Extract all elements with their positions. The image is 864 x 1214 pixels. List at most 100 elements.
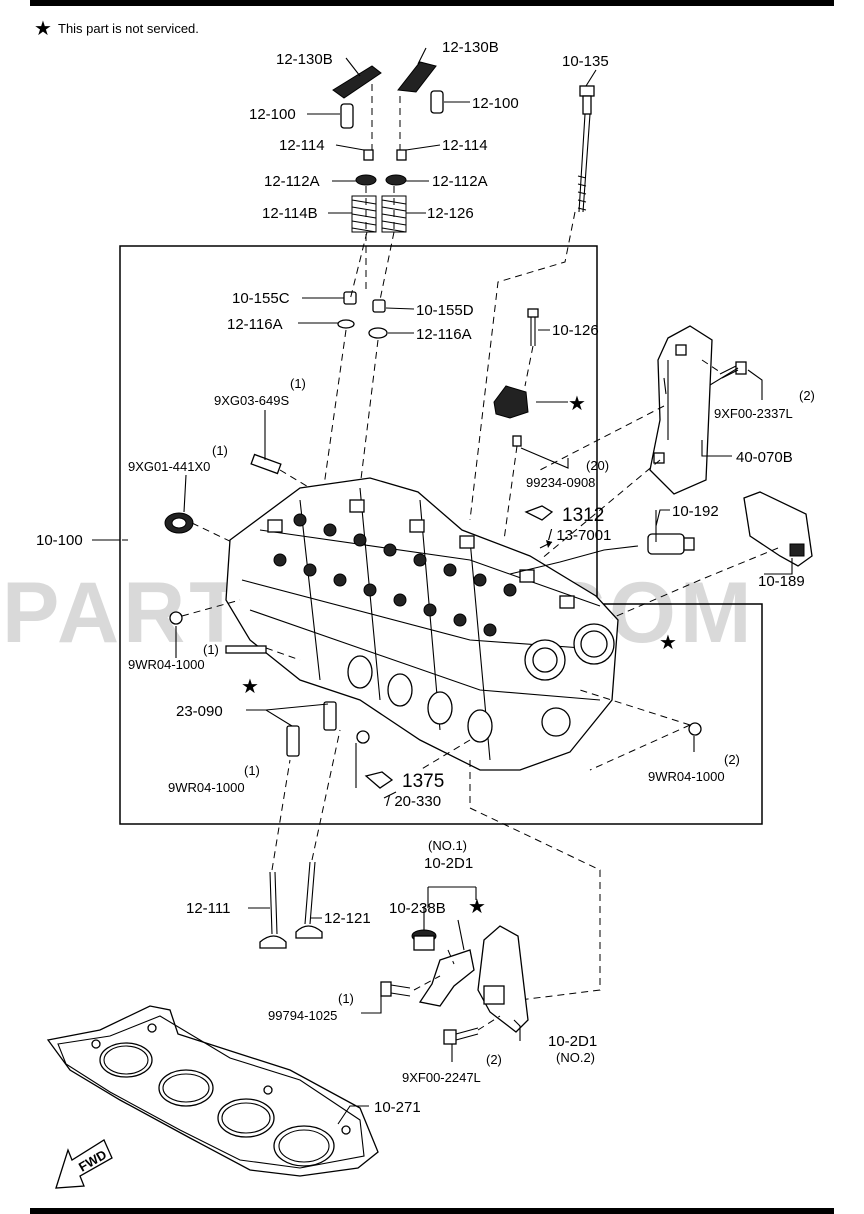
bolt-99794 <box>380 981 411 997</box>
star-icon: ★ <box>241 674 259 698</box>
bracket-10-2D1-no1 <box>418 949 475 1007</box>
stud-99234 <box>512 435 522 447</box>
label-9WR04-c-qty: (2) <box>724 752 740 767</box>
valve-seal-10-155C <box>343 291 357 305</box>
star-icon: ★ <box>568 391 586 415</box>
valve-12-121 <box>295 861 323 939</box>
spring-retainer-right <box>385 174 407 186</box>
dowel-23-090-right <box>323 701 337 731</box>
label-10-2D1-no2: 10-2D1 <box>548 1033 597 1050</box>
lash-adjuster-left <box>340 103 354 129</box>
sensor-10-192 <box>509 533 695 575</box>
cover-clip <box>789 543 805 557</box>
cylinder-head-group-frame <box>119 245 763 825</box>
label-10-271: 10-271 <box>374 1099 421 1116</box>
label-9WR04-a: 9WR04-1000 <box>128 657 205 672</box>
head-gasket-10-271 <box>46 1005 379 1177</box>
rocker-arm-left <box>332 65 382 99</box>
star-icon: ★ <box>659 630 677 654</box>
ref-1375: 1375 <box>402 771 444 792</box>
label-99234: 99234-0908 <box>526 475 595 490</box>
label-9XG03: 9XG03-649S <box>214 393 289 408</box>
spring-seat-left <box>337 319 355 329</box>
label-99794: 99794-1025 <box>268 1008 337 1023</box>
label-12-114B: 12-114B <box>262 205 318 222</box>
label-9XF00-2247L: 9XF00-2247L <box>402 1070 481 1085</box>
bolt-9XF00-2337L <box>719 361 747 379</box>
label-12-100-right: 12-100 <box>472 95 519 112</box>
ref-1312: 1312 <box>562 505 604 526</box>
label-10-155C: 10-155C <box>232 290 290 307</box>
label-9WR04-a-qty: (1) <box>203 642 219 657</box>
valve-keeper-right <box>396 149 407 161</box>
valve-seal-10-155D <box>372 299 386 313</box>
label-12-111: 12-111 <box>186 900 230 917</box>
label-9XG01: 9XG01-441X0 <box>128 459 210 474</box>
top-border <box>30 0 834 6</box>
label-10-2D1-no2-note: (NO.2) <box>556 1050 595 1065</box>
ref-arrow-icon-1375 <box>364 771 397 799</box>
label-10-155D: 10-155D <box>416 302 474 319</box>
valve-12-111 <box>259 871 287 949</box>
label-12-112A-left: 12-112A <box>264 173 320 190</box>
label-10-2D1-no1-note: (NO.1) <box>428 838 467 853</box>
label-10-135: 10-135 <box>562 53 609 70</box>
ref-arrow-icon-1312 <box>524 505 554 549</box>
bracket-block <box>483 985 505 1005</box>
bottom-border <box>30 1208 834 1214</box>
label-12-114-left: 12-114 <box>279 137 325 154</box>
ref-13-7001: / 13-7001 <box>548 527 611 544</box>
seal-10-238B <box>411 929 437 951</box>
nut-9WR04-right <box>688 722 702 736</box>
spring-seat-right <box>368 327 388 339</box>
label-10-100: 10-100 <box>36 532 83 549</box>
label-9WR04-c: 9WR04-1000 <box>648 769 725 784</box>
stud-10-100 <box>225 645 267 654</box>
label-40-070B: 40-070B <box>736 449 793 466</box>
lash-adjuster-right <box>430 90 444 114</box>
label-12-126: 12-126 <box>427 205 474 222</box>
label-10-126: 10-126 <box>552 322 599 339</box>
label-23-090: 23-090 <box>176 703 223 720</box>
label-9WR04-b-qty: (1) <box>244 763 260 778</box>
forward-arrow-icon <box>55 1139 113 1189</box>
label-12-121: 12-121 <box>324 910 371 927</box>
label-9XF00-2337L-qty: (2) <box>799 388 815 403</box>
label-12-100-left: 12-100 <box>249 106 296 123</box>
bracket-40-070B <box>649 325 713 495</box>
label-10-189: 10-189 <box>758 573 805 590</box>
label-99794-qty: (1) <box>338 991 354 1006</box>
cylinder-head <box>225 477 619 771</box>
ref-20-330: / 20-330 <box>386 793 441 810</box>
valve-spring-left <box>351 195 377 233</box>
dowel-23-090-left <box>286 725 300 757</box>
bolt-9XF00-2247L <box>443 1027 479 1045</box>
label-10-238B: 10-238B <box>389 900 446 917</box>
star-icon: ★ <box>468 894 486 918</box>
valve-keeper-left <box>363 149 374 161</box>
label-12-130B-left: 12-130B <box>276 51 333 68</box>
label-12-116A-right: 12-116A <box>416 326 472 343</box>
spring-retainer-left <box>355 174 377 186</box>
nut-9WR04-mid <box>356 730 370 744</box>
label-12-114-right: 12-114 <box>442 137 488 154</box>
star-icon: ★ <box>34 16 52 40</box>
label-9XF00-2247L-qty: (2) <box>486 1052 502 1067</box>
label-9XG01-qty: (1) <box>212 443 228 458</box>
bracket-bolt-hole-lower <box>653 452 665 464</box>
legend-note: This part is not serviced. <box>58 21 199 36</box>
label-9XG03-qty: (1) <box>290 376 306 391</box>
bolt-10-126 <box>527 308 539 346</box>
label-10-2D1-no1: 10-2D1 <box>424 855 473 872</box>
bracket-10-2D1-no2 <box>477 925 529 1033</box>
nut-9WR04-left <box>169 611 183 625</box>
label-12-116A-left: 12-116A <box>227 316 283 333</box>
plug-9XG01 <box>164 512 194 534</box>
dowel-9XG03 <box>250 453 282 475</box>
camshaft-cap <box>493 385 529 419</box>
rocker-arm-right <box>397 61 437 93</box>
head-bolt <box>577 85 595 213</box>
label-9XF00-2337L: 9XF00-2337L <box>714 406 793 421</box>
label-10-192: 10-192 <box>672 503 719 520</box>
